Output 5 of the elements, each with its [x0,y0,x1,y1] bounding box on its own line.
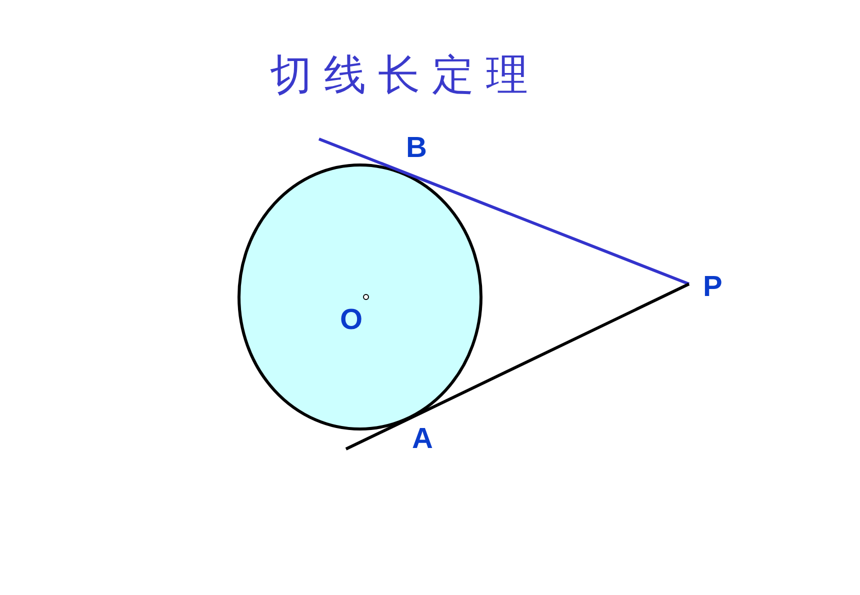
point-label: B [406,134,427,163]
title: 切线长定理 [269,52,541,98]
point-label: P [703,273,722,302]
center-label: O [340,306,363,335]
point-label: A [412,425,433,454]
